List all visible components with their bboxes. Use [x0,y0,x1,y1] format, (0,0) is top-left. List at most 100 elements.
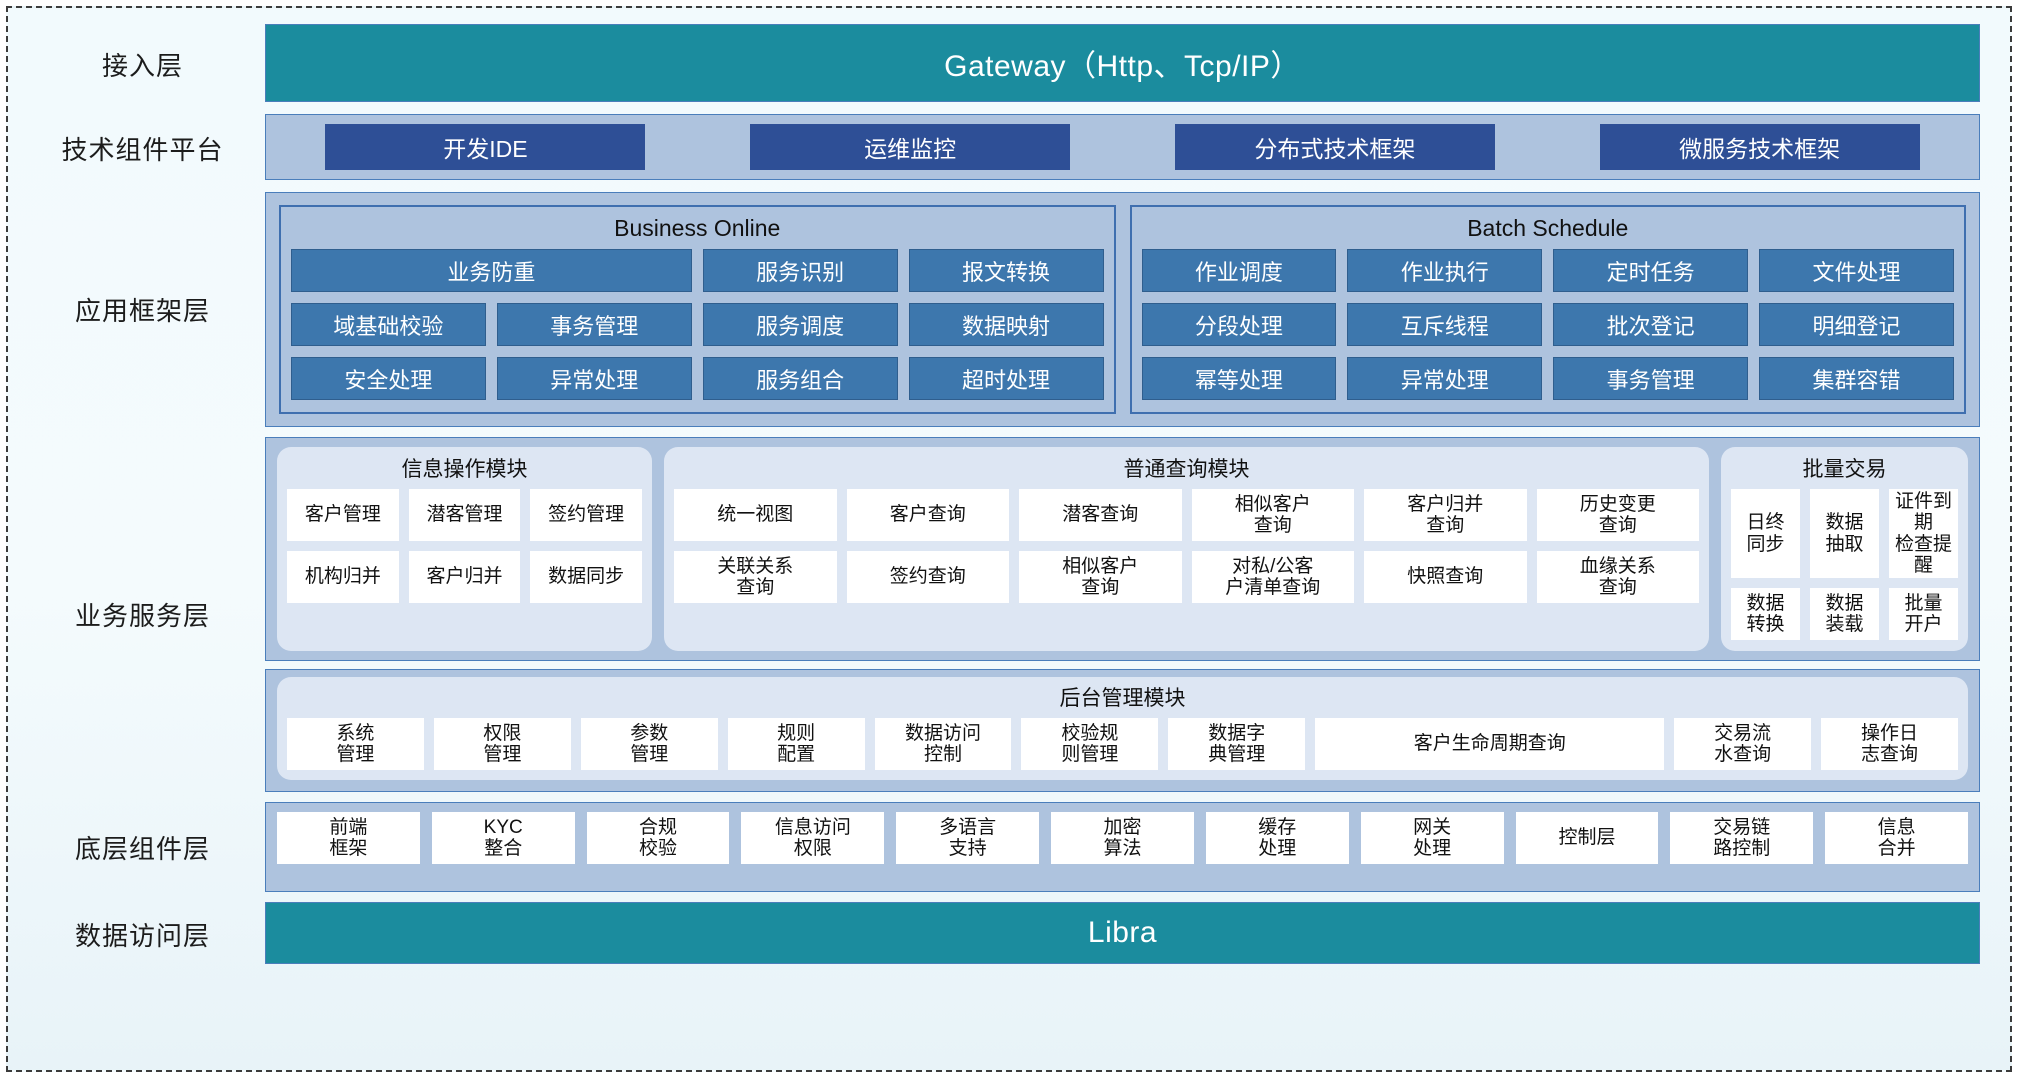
cell-heguijiaoyan[interactable]: 合规校验 [586,812,730,865]
cell-shiwuguanli-batch[interactable]: 事务管理 [1553,357,1749,400]
cell-shiwuguanli-online[interactable]: 事务管理 [496,303,692,346]
common-query-grid: 统一视图 客户查询 潜客查询 相似客户查询 客户归并查询 历史变更查询 关联关系… [674,489,1699,603]
module-title-info-operations: 信息操作模块 [401,458,528,481]
cell-yujichujiaoyan[interactable]: 域基础校验 [291,303,486,346]
info-operations-grid: 客户管理 潜客管理 签约管理 机构归并 客户归并 数据同步 [287,489,642,603]
layer-row-data: 数据访问层 Libra [20,902,1980,966]
cell-fenduanchuli[interactable]: 分段处理 [1141,303,1337,346]
cell-khguibingchaxun[interactable]: 客户归并查询 [1364,489,1527,541]
architecture-layers: 接入层 Gateway（Http、Tcp/IP） 技术组件平台 开发IDE 运维… [8,8,2010,1070]
cell-xinxifangwenquanxian[interactable]: 信息访问权限 [741,812,885,865]
panel-batch-schedule: Batch Schedule 作业调度 作业执行 定时任务 文件处理 分段处理 … [1129,205,1966,414]
cell-dingshirenwu[interactable]: 定时任务 [1553,249,1749,292]
cell-wangguanchuli[interactable]: 网关处理 [1360,812,1504,865]
batch-schedule-grid: 作业调度 作业执行 定时任务 文件处理 分段处理 互斥线程 批次登记 明细登记 … [1141,249,1954,400]
cell-guanlianguanxi[interactable]: 关联关系查询 [674,551,837,603]
service-layer-wrap: 信息操作模块 客户管理 潜客管理 签约管理 机构归并 客户归并 数据同步 [265,437,1980,793]
cell-jiqunrongcuo[interactable]: 集群容错 [1759,357,1954,400]
module-backoffice: 后台管理模块 系统管理 权限管理 参数管理 规则配置 数据访问控制 校验规则管理… [277,677,1968,781]
cell-anquanchuli[interactable]: 安全处理 [291,357,486,400]
cell-baowenzhuanhuan[interactable]: 报文转换 [908,249,1104,292]
cell-qyguanli[interactable]: 签约管理 [530,489,642,541]
cell-qkguanli[interactable]: 潜客管理 [408,489,521,541]
cell-guizepeizhi[interactable]: 规则配置 [727,718,865,771]
cell-zhengjiandaoqi[interactable]: 证件到期检查提醒 [1889,489,1958,579]
layer-row-appframe: 应用框架层 Business Online 业务防重 服务识别 报文转换 域基础… [20,192,1980,427]
tech-item-ide[interactable]: 开发IDE [325,124,646,170]
cell-khchaxun[interactable]: 客户查询 [846,489,1009,541]
cell-quanxianguanli[interactable]: 权限管理 [433,718,571,771]
panel-title-batch-schedule: Batch Schedule [1467,215,1629,241]
cell-jiaoyanguize[interactable]: 校验规则管理 [1021,718,1159,771]
cell-caozuorizhi[interactable]: 操作日志查询 [1821,718,1958,771]
module-info-operations: 信息操作模块 客户管理 潜客管理 签约管理 机构归并 客户归并 数据同步 [277,447,652,652]
cell-wenjianchuli[interactable]: 文件处理 [1759,249,1954,292]
cell-qianduankuangjia[interactable]: 前端框架 [277,812,420,865]
cell-xinxihebing[interactable]: 信息合并 [1825,812,1968,865]
cell-xueyuanguanxi[interactable]: 血缘关系查询 [1536,551,1699,603]
cell-kehushengmingzhouqi[interactable]: 客户生命周期查询 [1315,718,1665,771]
cell-shujuzhuangzai[interactable]: 数据装载 [1810,588,1879,641]
cell-khguanli[interactable]: 客户管理 [287,489,399,541]
cell-zuoyezhixing[interactable]: 作业执行 [1347,249,1543,292]
cell-fuwudiaodu[interactable]: 服务调度 [702,303,898,346]
cell-jiaoyilianlu[interactable]: 交易链路控制 [1670,812,1814,865]
cell-piliangkaihu[interactable]: 批量开户 [1889,588,1958,641]
cell-mingxidengji[interactable]: 明细登记 [1759,303,1954,346]
cell-qianyuechaxun[interactable]: 签约查询 [846,551,1009,603]
cell-midengchuli[interactable]: 幂等处理 [1141,357,1337,400]
cell-kongzhiceng[interactable]: 控制层 [1515,812,1659,865]
cell-xitongguanli[interactable]: 系统管理 [287,718,424,771]
cell-yewufangzhong[interactable]: 业务防重 [291,249,692,292]
cell-rizhongtongbu[interactable]: 日终同步 [1731,489,1800,579]
layer-body-access: Gateway（Http、Tcp/IP） [265,24,1980,104]
cell-huchixiancheng[interactable]: 互斥线程 [1347,303,1543,346]
cell-yichangchuli-batch[interactable]: 异常处理 [1347,357,1543,400]
libra-bar[interactable]: Libra [265,902,1980,965]
cell-kuaizhaochaxun[interactable]: 快照查询 [1364,551,1527,603]
cell-qkchaxun[interactable]: 潜客查询 [1019,489,1182,541]
cell-shujufangwenkongzhi[interactable]: 数据访问控制 [874,718,1012,771]
gateway-bar[interactable]: Gateway（Http、Tcp/IP） [265,24,1980,102]
cell-xiangsikehu-2[interactable]: 相似客户查询 [1019,551,1182,603]
cell-jgguibing[interactable]: 机构归并 [287,551,399,603]
cell-shujuzhuanhuan[interactable]: 数据转换 [1731,588,1800,641]
tech-item-distributed[interactable]: 分布式技术框架 [1174,124,1495,170]
cell-lishibiangeng[interactable]: 历史变更查询 [1536,489,1699,541]
cell-jiaoyiliushui[interactable]: 交易流水查询 [1674,718,1812,771]
panel-title-business-online: Business Online [614,215,781,241]
tech-item-microservice[interactable]: 微服务技术框架 [1599,124,1920,170]
layer-row-service: 业务服务层 信息操作模块 客户管理 潜客管理 签约管理 机构归并 客户归 [20,437,1980,793]
cell-shujuzidian[interactable]: 数据字典管理 [1168,718,1306,771]
cell-fuwushibie[interactable]: 服务识别 [702,249,898,292]
cell-jiamisuanfa[interactable]: 加密算法 [1051,812,1194,865]
cell-xiangsikehu-1[interactable]: 相似客户查询 [1191,489,1354,541]
layer-row-access: 接入层 Gateway（Http、Tcp/IP） [20,24,1980,104]
cell-shujuyingshe[interactable]: 数据映射 [908,303,1104,346]
cell-khguibing[interactable]: 客户归并 [408,551,521,603]
cell-sjtongbu[interactable]: 数据同步 [530,551,642,603]
cell-fuwuzuhe[interactable]: 服务组合 [702,357,898,400]
cell-duoyuyanzhichi[interactable]: 多语言支持 [896,812,1040,865]
cell-picidengji[interactable]: 批次登记 [1553,303,1749,346]
layer-body-data: Libra [265,902,1980,966]
backoffice-band: 后台管理模块 系统管理 权限管理 参数管理 规则配置 数据访问控制 校验规则管理… [265,669,1980,793]
cell-chaoshichuli[interactable]: 超时处理 [908,357,1104,400]
cell-zuoyediaodu[interactable]: 作业调度 [1141,249,1337,292]
cell-duisigongkehu[interactable]: 对私/公客户清单查询 [1191,551,1354,603]
layer-label-tech: 技术组件平台 [61,134,224,165]
cell-canshuguanli[interactable]: 参数管理 [580,718,718,771]
module-common-query: 普通查询模块 统一视图 客户查询 潜客查询 相似客户查询 客户归并查询 历史变更… [664,447,1709,652]
layer-row-tech: 技术组件平台 开发IDE 运维监控 分布式技术框架 微服务技术框架 [20,114,1980,182]
layer-label-component: 底层组件层 [74,833,210,864]
tech-item-ops[interactable]: 运维监控 [750,124,1071,170]
cell-yichangchuli-online[interactable]: 异常处理 [496,357,692,400]
cell-huancunchuli[interactable]: 缓存处理 [1205,812,1349,865]
cell-tongyishitu[interactable]: 统一视图 [674,489,837,541]
layer-body-appframe: Business Online 业务防重 服务识别 报文转换 域基础校验 事务管… [265,192,1980,427]
cell-shujuchouqu[interactable]: 数据抽取 [1810,489,1879,579]
layer-label-access: 接入层 [101,50,183,81]
